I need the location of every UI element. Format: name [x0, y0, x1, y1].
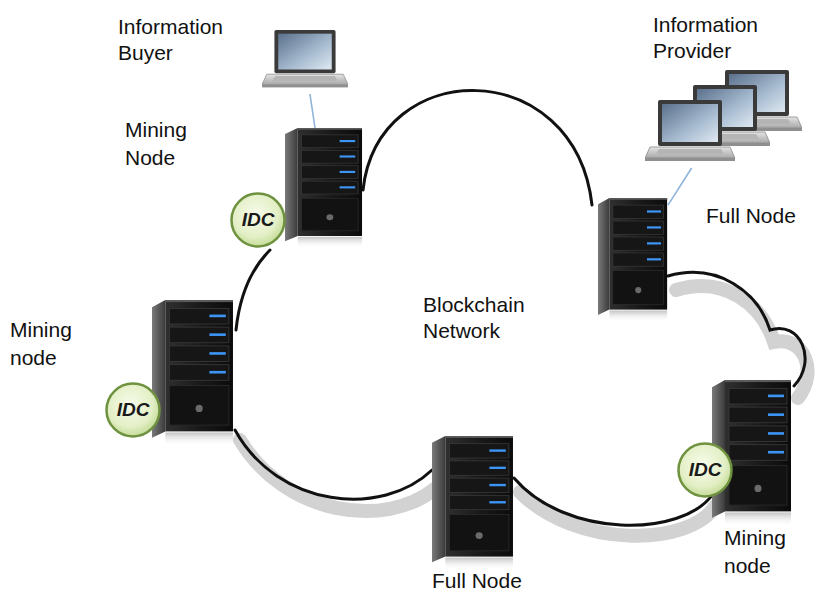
label-anchor: Mining Node: [125, 116, 225, 172]
cloud-outline: [668, 272, 805, 386]
server-icon: [432, 436, 513, 570]
server-illustration: [432, 436, 514, 570]
label-anchor: Mining node: [10, 316, 90, 372]
laptop-icon: [645, 100, 735, 161]
mining-server: Mining nodeIDC: [712, 380, 792, 526]
label-anchor: Full Node: [706, 203, 796, 229]
laptop-icon: [262, 30, 348, 88]
cloud-outline: [236, 250, 270, 330]
network-label: Blockchain Network: [423, 292, 548, 344]
node-label: Mining Node: [125, 116, 225, 172]
label-anchor: Information Buyer: [118, 14, 248, 66]
link-line: [310, 94, 315, 128]
label-anchor: Information Provider: [653, 12, 793, 64]
full-node-server: Full Node: [432, 436, 514, 570]
mining-server: Mining NodeIDC: [285, 128, 363, 248]
node-label: Information Buyer: [118, 14, 248, 66]
server-illustration: [285, 128, 363, 248]
label-anchor: Full Node: [432, 568, 522, 594]
idc-badge: [232, 194, 285, 247]
cloud-outline: [235, 430, 432, 499]
idc-badge: [107, 384, 160, 437]
server-icon: [285, 128, 362, 248]
label-anchor: Mining node: [724, 524, 809, 580]
server-illustration: [152, 300, 234, 446]
full-node-server: Full Node: [598, 198, 668, 322]
provider-laptops: Information Provider: [645, 68, 802, 168]
laptop-illustration: [262, 28, 348, 94]
node-label: Full Node: [432, 568, 522, 594]
node-label: Information Provider: [653, 12, 793, 64]
idc-circle: IDC: [230, 192, 286, 248]
node-label: Mining node: [10, 316, 90, 372]
mining-server: Mining nodeIDC: [152, 300, 234, 446]
idc-badge: [679, 444, 732, 497]
idc-circle: IDC: [677, 442, 733, 498]
buyer-laptop: Information Buyer: [262, 28, 348, 94]
server-icon: [598, 198, 667, 322]
label-anchor: Blockchain Network: [423, 292, 548, 344]
laptops-illustration: [645, 68, 802, 168]
cloud-outline: [363, 91, 592, 205]
idc-label: IDC: [242, 209, 275, 231]
server-icon: [152, 300, 233, 446]
idc-label: IDC: [689, 459, 722, 481]
node-label: Mining node: [724, 524, 809, 580]
idc-label: IDC: [117, 399, 150, 421]
cloud-shadow: [240, 440, 436, 511]
server-illustration: [598, 198, 668, 322]
idc-circle: IDC: [105, 382, 161, 438]
node-label: Full Node: [706, 203, 796, 229]
link-line: [668, 168, 692, 205]
